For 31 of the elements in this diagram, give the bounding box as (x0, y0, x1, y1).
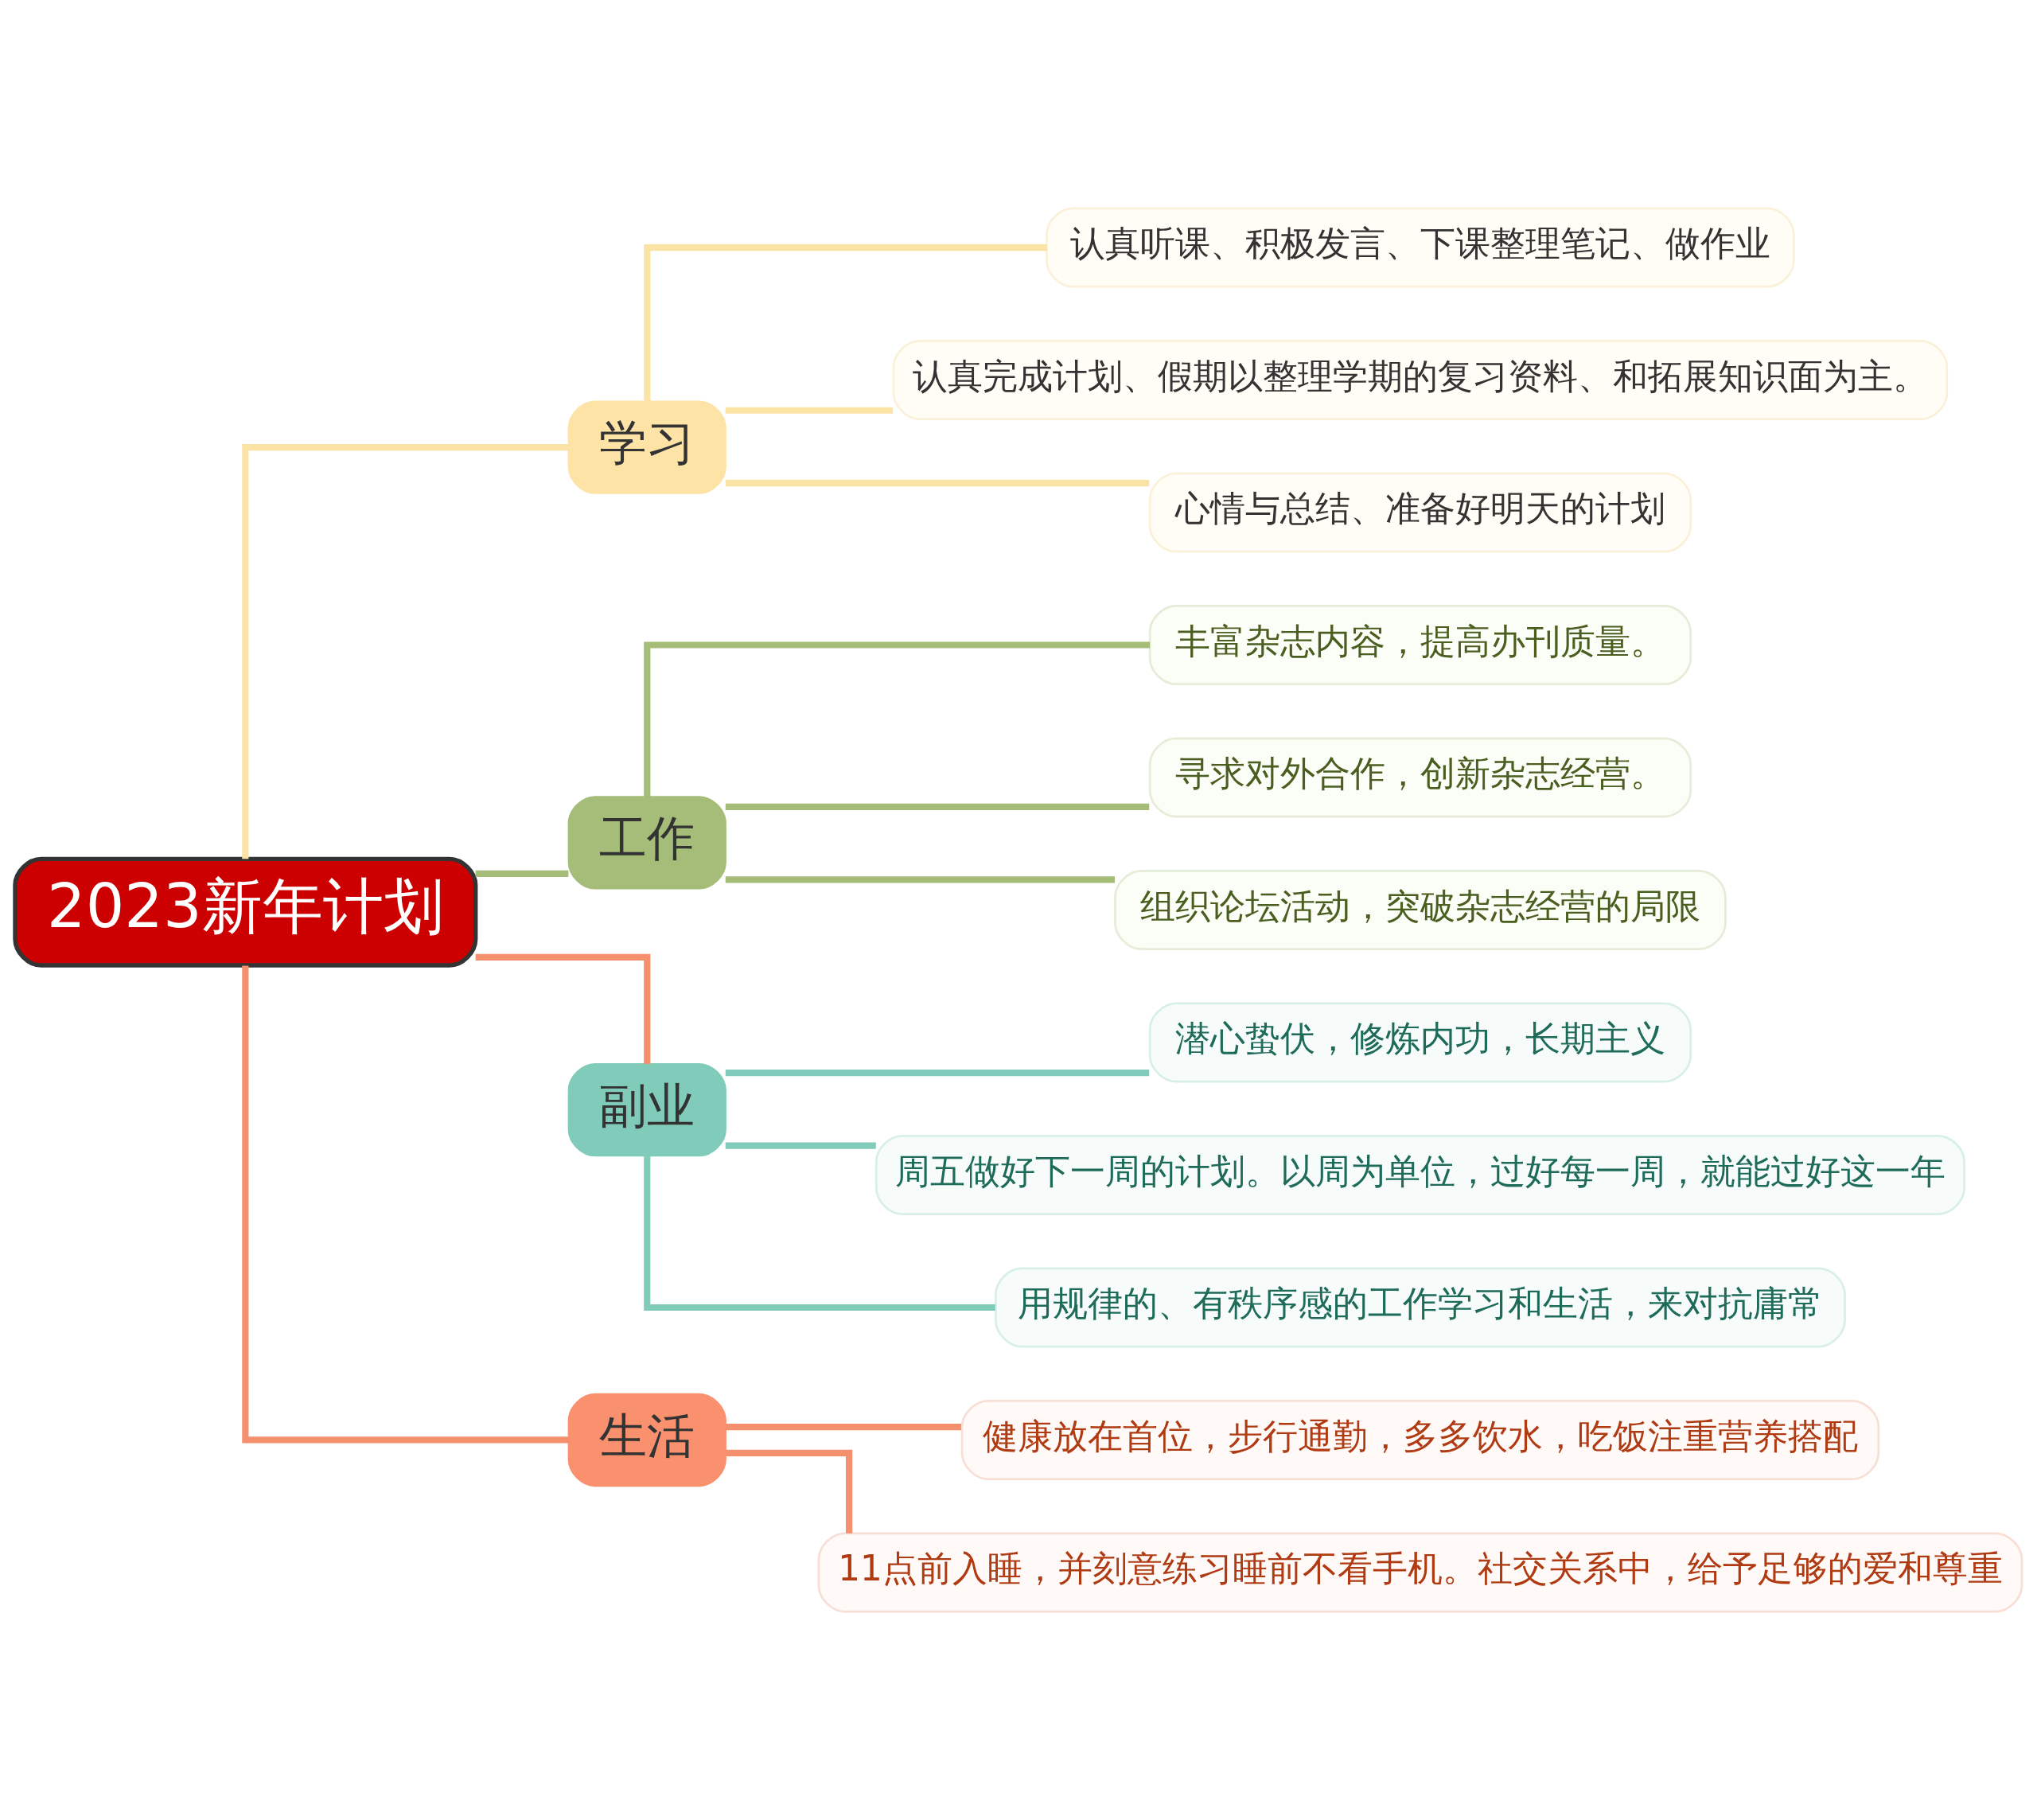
connector (725, 407, 894, 414)
connector (725, 1424, 961, 1431)
connector (644, 1156, 995, 1311)
connector (242, 965, 569, 1444)
connector (475, 870, 569, 877)
node-box: 周五做好下一周的计划。以周为单位，过好每一周，就能过好这一年 (874, 1135, 1965, 1215)
connector (475, 953, 651, 1065)
connector (725, 1070, 1150, 1077)
connector (644, 641, 1151, 797)
node-box: 学习 (567, 400, 726, 494)
connector (644, 244, 1047, 401)
node-box: 认真完成计划、假期以整理学期的复习资料、和拓展知识面为主。 (892, 340, 1949, 421)
node-box: 副业 (567, 1062, 726, 1157)
node-box: 组织论坛活动，突破杂志经营的局限 (1114, 870, 1727, 950)
node-box: 心情与总结、准备好明天的计划 (1148, 472, 1692, 553)
node-box: 用规律的、有秩序感的工作学习和生活，来对抗庸常 (994, 1267, 1846, 1348)
connector (725, 876, 1116, 883)
node-box: 寻求对外合作，创新杂志经营。 (1148, 737, 1692, 818)
node-box: 2023新年计划 (13, 856, 478, 968)
connector (725, 803, 1150, 810)
node-box: 11点前入睡，并刻意练习睡前不看手机。社交关系中，给予足够的爱和尊重 (817, 1532, 2023, 1613)
node-box: 潜心蛰伏，修炼内功，长期主义 (1148, 1002, 1692, 1083)
node-box: 健康放在首位，步行通勤，多多饮水，吃饭注重营养搭配 (960, 1399, 1880, 1480)
node-box: 生活 (567, 1393, 726, 1487)
connector (725, 480, 1150, 487)
node-box: 丰富杂志内容，提高办刊质量。 (1148, 605, 1692, 685)
connector (726, 1449, 853, 1534)
connector (242, 444, 569, 859)
node-box: 工作 (567, 796, 726, 890)
node-box: 认真听课、积极发言、下课整理笔记、做作业 (1046, 207, 1795, 288)
connector (725, 1142, 876, 1149)
